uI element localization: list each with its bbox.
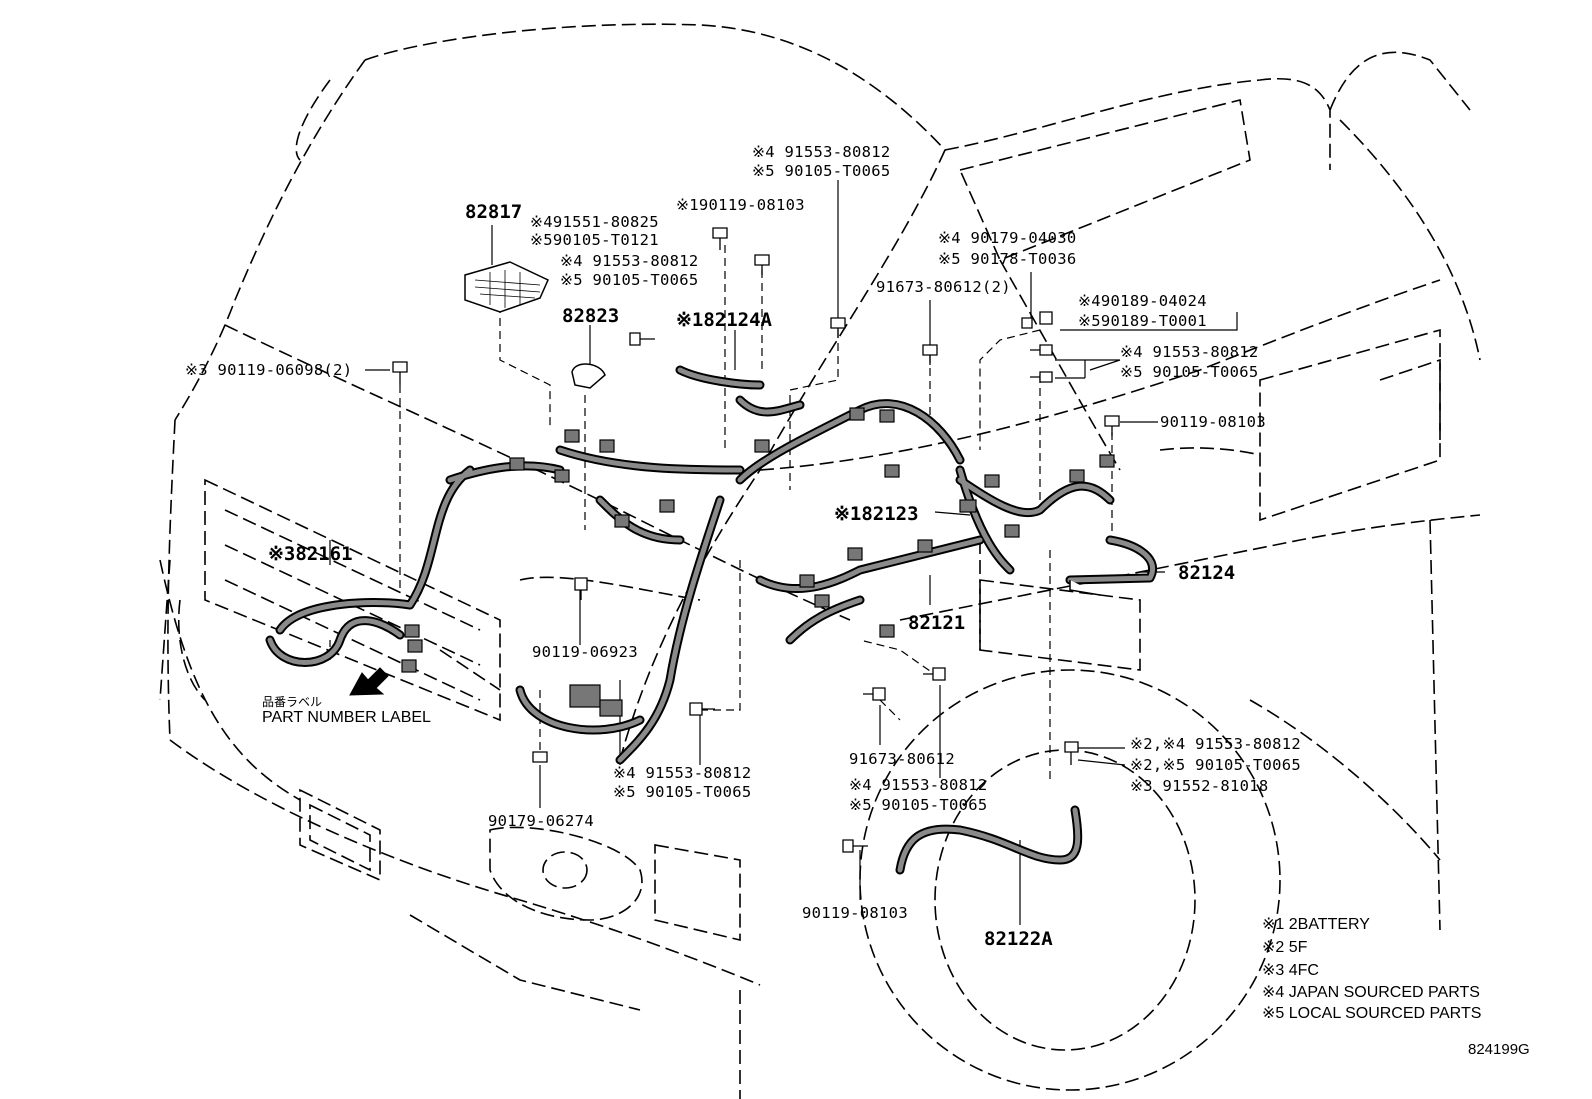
legend-item: ※5 LOCAL SOURCED PARTS bbox=[1262, 1005, 1482, 1022]
callout-left-a1: ※491551-80825 bbox=[530, 213, 659, 231]
callout-right-a1: ※490189-04024 bbox=[1078, 292, 1207, 310]
callout-right-b2: ※5 90105-T0065 bbox=[1120, 363, 1259, 381]
pointer-lines bbox=[329, 180, 1238, 925]
callout-bot-a: 90119-06923 bbox=[532, 643, 638, 661]
callout-bot-d: 91673-80612 bbox=[849, 750, 955, 768]
callout-top-a2: ※5 90105-T0065 bbox=[752, 162, 891, 180]
callout-382161: ※382161 bbox=[268, 543, 353, 565]
callout-right-a2: ※590189-T0001 bbox=[1078, 312, 1207, 330]
callout-82121: 82121 bbox=[908, 612, 966, 634]
callout-mid-a2: ※5 90178-T0036 bbox=[938, 250, 1077, 268]
legend-item: ※1 2BATTERY bbox=[1262, 916, 1370, 933]
diagram-id: 824199G bbox=[1468, 1041, 1530, 1058]
callout-182123: ※182123 bbox=[834, 503, 919, 525]
part-number-label-arrow bbox=[349, 667, 389, 696]
callout-mid-b: 91673-80612(2) bbox=[876, 278, 1011, 296]
bolts bbox=[392, 227, 1120, 853]
part-number-label-jp: 品番ラベル bbox=[262, 695, 323, 709]
callout-top-a1: ※4 91553-80812 bbox=[752, 143, 891, 161]
vehicle-outline bbox=[159, 23, 1481, 1099]
callout-br-a3: ※3 91552-81018 bbox=[1130, 777, 1269, 795]
callout-82122A: 82122A bbox=[984, 928, 1053, 950]
relay-block-grid bbox=[474, 270, 541, 308]
callout-bot-b1: ※4 91553-80812 bbox=[613, 764, 752, 782]
cover-82823 bbox=[571, 363, 606, 389]
legend-item: ※3 4FC bbox=[1262, 962, 1319, 979]
callout-182124A: ※182124A bbox=[676, 309, 772, 331]
callout-82124: 82124 bbox=[1178, 562, 1236, 584]
callout-82823: 82823 bbox=[562, 305, 620, 327]
callout-bot-f: 90119-08103 bbox=[802, 904, 908, 922]
callout-left-b2: ※5 90105-T0065 bbox=[560, 271, 699, 289]
callout-right-b1: ※4 91553-80812 bbox=[1120, 343, 1259, 361]
callout-82817: 82817 bbox=[465, 201, 523, 223]
relay-block-82817 bbox=[464, 261, 549, 313]
wiring-harness bbox=[265, 365, 1157, 875]
leader-lines bbox=[329, 245, 1113, 780]
callout-bot-e1: ※4 91553-80812 bbox=[849, 776, 988, 794]
connectors bbox=[401, 407, 1115, 717]
callout-bot-b2: ※5 90105-T0065 bbox=[613, 783, 752, 801]
callout-bot-e2: ※5 90105-T0065 bbox=[849, 796, 988, 814]
callout-top-b: ※190119-08103 bbox=[676, 196, 805, 214]
legend-item: ※4 JAPAN SOURCED PARTS bbox=[1262, 984, 1480, 1001]
callout-right-c: 90119-08103 bbox=[1160, 413, 1266, 431]
legend-item: ※2 5F bbox=[1262, 939, 1308, 956]
callout-mid-a1: ※4 90179-04030 bbox=[938, 229, 1077, 247]
callout-left-c: ※3 90119-06098(2) bbox=[185, 361, 353, 379]
part-number-label-en: PART NUMBER LABEL bbox=[262, 709, 431, 726]
callout-bot-c: 90179-06274 bbox=[488, 812, 594, 830]
callout-left-b1: ※4 91553-80812 bbox=[560, 252, 699, 270]
callout-left-a2: ※590105-T0121 bbox=[530, 231, 659, 249]
callout-br-a2: ※2,※5 90105-T0065 bbox=[1130, 756, 1302, 774]
callout-br-a1: ※2,※4 91553-80812 bbox=[1130, 735, 1302, 753]
components bbox=[464, 261, 1101, 596]
